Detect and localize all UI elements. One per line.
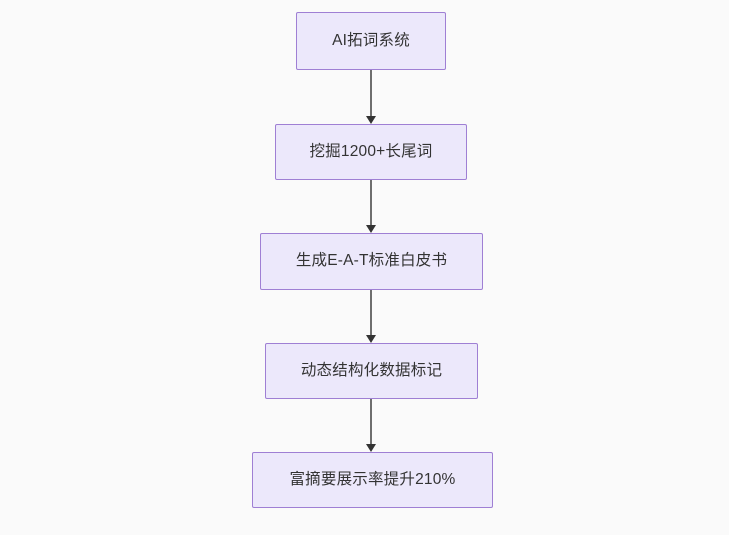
flowchart-node-label: 挖掘1200+长尾词 <box>309 142 433 160</box>
edge-line <box>370 180 372 225</box>
edge-line <box>370 399 372 444</box>
flowchart-node-label: AI拓词系统 <box>332 31 410 49</box>
edge-line <box>370 70 372 116</box>
arrow-down-icon <box>366 225 376 233</box>
arrow-down-icon <box>366 335 376 343</box>
flowchart-node-n1[interactable]: AI拓词系统 <box>296 12 446 70</box>
flowchart-node-n4[interactable]: 动态结构化数据标记 <box>265 343 478 399</box>
flowchart-node-label: 动态结构化数据标记 <box>300 361 443 379</box>
flowchart-node-label: 生成E-A-T标准白皮书 <box>295 252 448 270</box>
flowchart-node-n5[interactable]: 富摘要展示率提升210% <box>252 452 493 508</box>
flowchart-node-n3[interactable]: 生成E-A-T标准白皮书 <box>260 233 483 290</box>
arrow-down-icon <box>366 444 376 452</box>
edge-line <box>370 290 372 335</box>
arrow-down-icon <box>366 116 376 124</box>
flowchart-node-label: 富摘要展示率提升210% <box>289 470 456 488</box>
flowchart-node-n2[interactable]: 挖掘1200+长尾词 <box>275 124 467 180</box>
